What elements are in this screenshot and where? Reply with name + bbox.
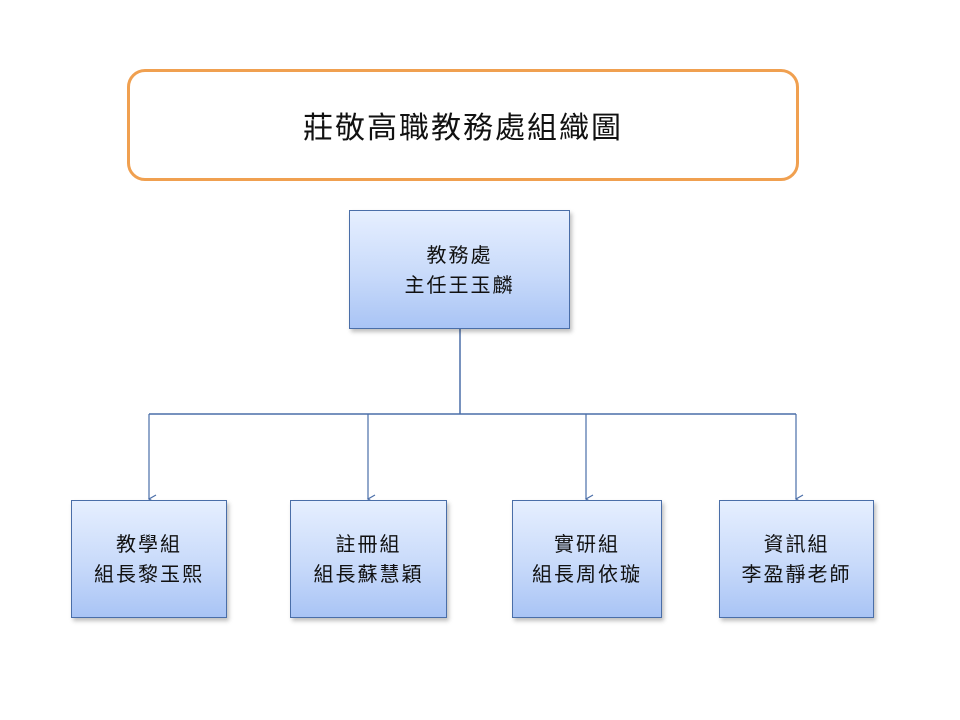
node-child-1: 教學組 組長黎玉熙 bbox=[71, 500, 227, 618]
node-root: 教務處 主任王玉麟 bbox=[349, 210, 570, 329]
node-child-4-person: 李盈靜老師 bbox=[741, 562, 852, 586]
node-root-unit: 教務處 bbox=[426, 242, 493, 267]
node-child-1-person: 組長黎玉熙 bbox=[94, 562, 204, 586]
node-child-2-unit: 註冊組 bbox=[335, 532, 402, 556]
node-child-2: 註冊組 組長蘇慧穎 bbox=[290, 500, 447, 618]
node-root-person: 主任王玉麟 bbox=[404, 272, 515, 297]
chart-title-box: 莊敬高職教務處組織圖 bbox=[127, 69, 799, 181]
node-child-3-person: 組長周依璇 bbox=[532, 562, 642, 586]
node-child-2-person: 組長蘇慧穎 bbox=[313, 562, 424, 586]
node-child-4: 資訊組 李盈靜老師 bbox=[719, 500, 874, 618]
node-child-3: 實研組 組長周依璇 bbox=[512, 500, 662, 618]
node-child-4-unit: 資訊組 bbox=[763, 532, 830, 556]
node-child-3-unit: 實研組 bbox=[554, 532, 620, 556]
chart-title: 莊敬高職教務處組織圖 bbox=[303, 111, 623, 146]
node-child-1-unit: 教學組 bbox=[116, 532, 182, 556]
